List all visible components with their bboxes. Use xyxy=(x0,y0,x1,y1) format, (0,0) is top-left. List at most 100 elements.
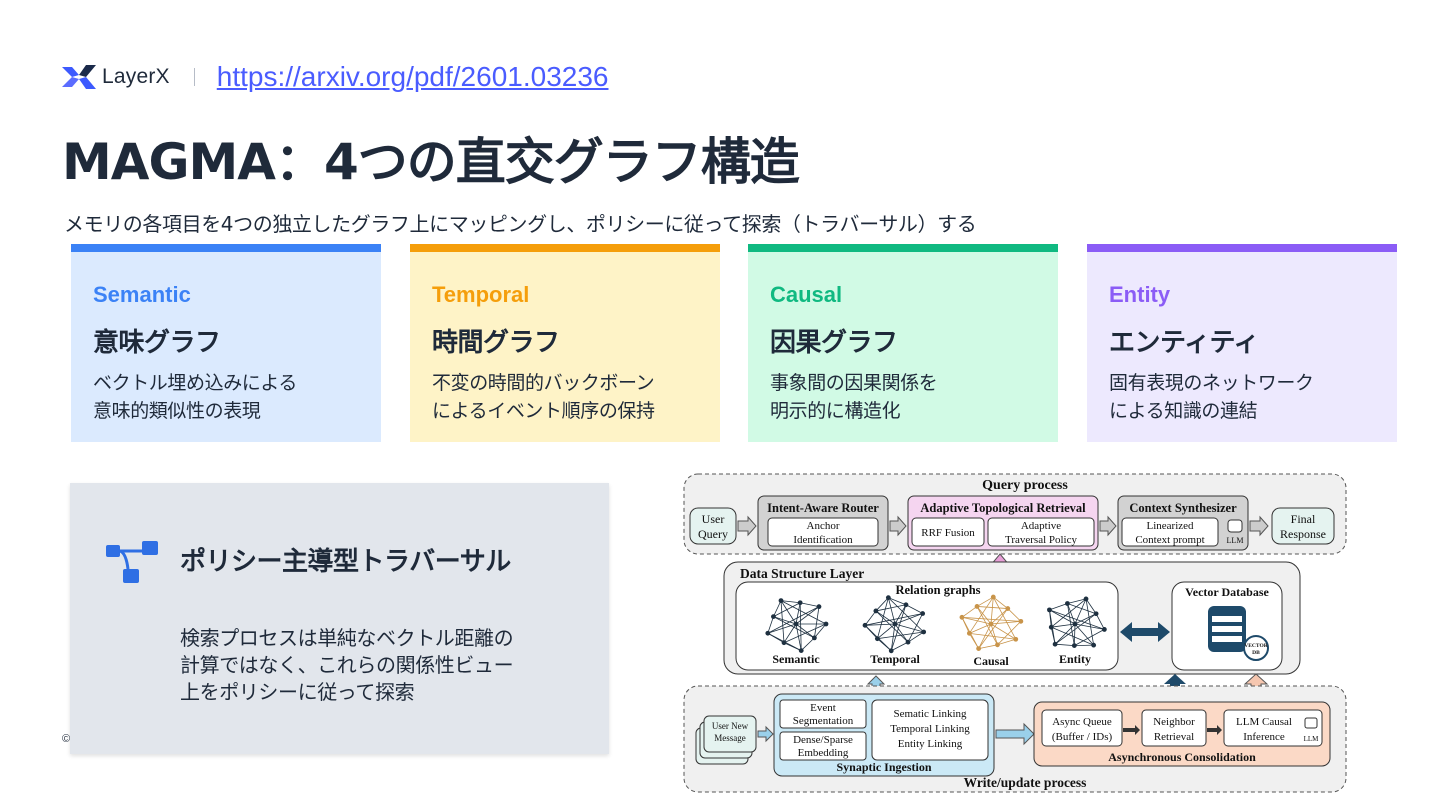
database-icon xyxy=(1212,636,1242,642)
robot-icon xyxy=(1227,519,1243,533)
graph-label: Entity xyxy=(1059,652,1091,666)
graph-edge xyxy=(1054,613,1097,645)
graph-edge xyxy=(888,597,924,633)
header-divider xyxy=(193,68,195,86)
vector-badge-icon xyxy=(1243,635,1269,661)
graph-edge xyxy=(905,604,923,614)
vector-badge-text: DB xyxy=(1252,650,1260,656)
arrow xyxy=(1123,725,1140,735)
graph-edge xyxy=(780,600,797,625)
graph-edge xyxy=(783,623,797,643)
policy-desc-line: 上をポリシーに従って探索 xyxy=(180,680,415,704)
card-desc-line: 固有表現のネットワーク xyxy=(1109,372,1314,394)
anchor-label: Identification xyxy=(793,534,853,546)
graph-node xyxy=(1005,606,1011,611)
user-message-label: User New xyxy=(712,721,749,731)
graph-edge xyxy=(891,641,909,652)
arrow xyxy=(995,722,1035,746)
graph-edge xyxy=(992,596,1017,640)
arrow xyxy=(889,515,907,537)
graph-edge xyxy=(1074,623,1105,630)
card-desc-line: によるイベント順序の保持 xyxy=(432,400,655,422)
graph-edge xyxy=(795,602,801,625)
card-tag: Temporal xyxy=(432,282,530,307)
graph-node xyxy=(781,640,787,646)
router-title: Intent-Aware Router xyxy=(767,501,879,515)
graph-edge xyxy=(1067,603,1076,625)
anchor-box xyxy=(767,517,879,547)
graph-edge xyxy=(780,600,827,625)
arrow xyxy=(737,515,757,537)
relation-graphs-label: Relation graphs xyxy=(895,583,980,597)
adaptive-box xyxy=(987,517,1095,547)
graph-network-group xyxy=(765,594,1107,654)
graph-edge xyxy=(990,623,998,645)
card-desc: 事象間の因果関係を 明示的に構造化 xyxy=(770,369,1036,425)
robot-icon xyxy=(1304,717,1318,729)
linking-label: Entity Linking xyxy=(898,738,963,750)
page-title: MAGMA：4つの直交グラフ構造 xyxy=(62,133,800,191)
graph-node xyxy=(1091,642,1097,648)
write-process-label: Write/update process xyxy=(964,775,1087,790)
graph-edge xyxy=(875,610,896,625)
graph-edge xyxy=(993,596,1009,609)
architecture-diagram: Query process User Query Intent-Aware Ro… xyxy=(683,473,1347,793)
graph-edge xyxy=(799,602,802,651)
graph-edge xyxy=(894,623,909,643)
linking-label: Sematic Linking xyxy=(893,708,967,720)
neighbor-box xyxy=(1141,709,1207,747)
graph-node xyxy=(816,604,822,610)
graph-edge xyxy=(890,604,907,651)
graph-edge xyxy=(1074,598,1087,625)
card-title: 時間グラフ xyxy=(432,328,560,358)
graph-node xyxy=(966,630,972,636)
graph-node xyxy=(903,602,909,608)
graph-edge xyxy=(990,608,1009,625)
card-semantic: Semantic 意味グラフ ベクトル埋め込みによる 意味的類似性の表現 xyxy=(71,244,381,442)
graph-edge xyxy=(1085,598,1097,614)
graph-label: Temporal xyxy=(870,652,920,666)
graph-node xyxy=(1052,641,1058,647)
graph-edge xyxy=(978,644,998,649)
dense-label: Embedding xyxy=(798,747,849,759)
graph-edge xyxy=(961,606,978,618)
graph-edge xyxy=(1055,643,1075,646)
graph-node xyxy=(771,614,776,620)
card-tag: Entity xyxy=(1109,282,1171,307)
rrf-label: RRF Fusion xyxy=(921,527,975,539)
graph-edge xyxy=(875,597,889,612)
graph-edge xyxy=(976,606,992,625)
card-desc-line: 明示的に構造化 xyxy=(770,400,901,422)
paper-link[interactable]: https://arxiv.org/pdf/2601.03236 xyxy=(216,61,609,92)
database-icon xyxy=(1212,616,1242,622)
rrf-box xyxy=(911,517,985,547)
graph-node xyxy=(1018,618,1024,624)
graph-node xyxy=(778,598,784,604)
arrow xyxy=(1207,725,1222,735)
user-message-label: Message xyxy=(714,733,746,743)
graph-edge xyxy=(813,606,820,638)
event-label: Segmentation xyxy=(793,715,854,727)
card-tag: Semantic xyxy=(93,282,191,307)
user-query-label: Query xyxy=(698,527,728,541)
graph-edge xyxy=(814,623,827,639)
user-query-label: User xyxy=(702,512,725,526)
event-label: Event xyxy=(810,702,836,714)
graph-edge xyxy=(767,623,797,634)
graph-edge xyxy=(1049,603,1068,611)
graph-node xyxy=(1048,624,1054,630)
graph-edge xyxy=(767,632,785,644)
card-causal: Causal 因果グラフ 事象間の因果関係を 明示的に構造化 xyxy=(748,244,1058,442)
card-title: 意味グラフ xyxy=(93,328,221,358)
graph-edge xyxy=(888,597,907,606)
arrow xyxy=(757,725,774,743)
database-icon xyxy=(1212,626,1242,632)
card-entity: Entity エンティティ 固有表現のネットワーク による知識の連結 xyxy=(1087,244,1397,442)
graph-edge xyxy=(1049,609,1076,625)
linearized-label: Context prompt xyxy=(1135,534,1204,546)
graph-edge xyxy=(990,597,994,625)
neighbor-label: Retrieval xyxy=(1154,731,1194,743)
final-label: Response xyxy=(1280,527,1326,541)
graph-node xyxy=(1101,627,1107,632)
graph-edge xyxy=(1095,613,1105,630)
